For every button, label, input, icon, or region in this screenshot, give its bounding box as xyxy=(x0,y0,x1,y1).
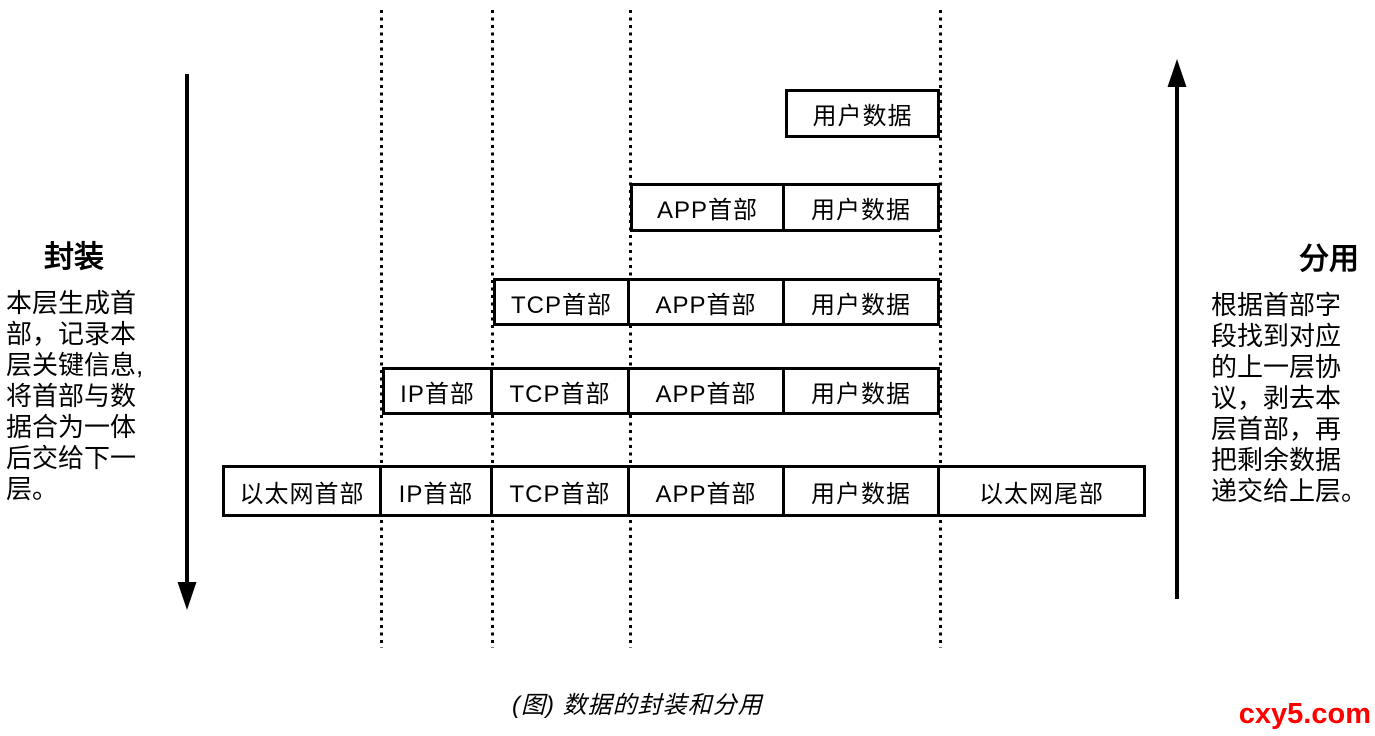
dotted-guide-line-userdata-end xyxy=(939,10,942,648)
cell-user-data: 用户数据 xyxy=(785,465,940,517)
encapsulation-down-arrow-icon xyxy=(177,74,197,610)
stack-row-user-data: 用户数据 xyxy=(785,89,940,138)
cell-tcp-header: TCP首部 xyxy=(493,465,630,517)
cell-app-header: APP首部 xyxy=(630,465,785,517)
encapsulation-panel: 封装 本层生成首 部，记录本 层关键信息, 将首部与数 据合为一体 后交给下一 … xyxy=(6,232,180,505)
demultiplexing-panel: 分用 根据首部字 段找到对应 的上一层协 议，剥去本 层首部，再 把剩余数据 递… xyxy=(1211,234,1375,507)
stack-row-app: APP首部 用户数据 xyxy=(630,183,940,232)
dotted-guide-line-ip xyxy=(380,10,383,648)
stack-row-ip: IP首部 TCP首部 APP首部 用户数据 xyxy=(382,367,940,415)
site-watermark: cxy5.com xyxy=(1238,698,1371,730)
encapsulation-description: 本层生成首 部，记录本 层关键信息, 将首部与数 据合为一体 后交给下一 层。 xyxy=(6,288,144,504)
cell-ip-header: IP首部 xyxy=(382,367,493,415)
dotted-guide-line-app xyxy=(629,10,632,648)
cell-user-data: 用户数据 xyxy=(785,367,940,415)
cell-tcp-header: TCP首部 xyxy=(493,367,630,415)
cell-user-data: 用户数据 xyxy=(785,278,940,326)
cell-app-header: APP首部 xyxy=(630,183,785,232)
dotted-guide-line-tcp xyxy=(491,10,494,648)
demultiplexing-description: 根据首部字 段找到对应 的上一层协 议，剥去本 层首部，再 把剩余数据 递交给上… xyxy=(1211,290,1368,506)
demultiplexing-up-arrow-icon xyxy=(1167,59,1187,599)
cell-tcp-header: TCP首部 xyxy=(493,278,630,326)
demultiplexing-title: 分用 xyxy=(1299,243,1359,276)
cell-ethernet-header: 以太网首部 xyxy=(222,465,382,517)
cell-app-header: APP首部 xyxy=(630,278,785,326)
cell-ethernet-trailer: 以太网尾部 xyxy=(940,465,1146,517)
cell-user-data: 用户数据 xyxy=(785,89,940,138)
stack-row-ethernet-frame: 以太网首部 IP首部 TCP首部 APP首部 用户数据 以太网尾部 xyxy=(222,465,1146,517)
figure-caption: (图) 数据的封装和分用 xyxy=(512,692,763,719)
cell-user-data: 用户数据 xyxy=(785,183,940,232)
stack-row-tcp: TCP首部 APP首部 用户数据 xyxy=(493,278,940,326)
cell-app-header: APP首部 xyxy=(630,367,785,415)
cell-ip-header: IP首部 xyxy=(382,465,493,517)
encapsulation-title: 封装 xyxy=(44,241,104,274)
